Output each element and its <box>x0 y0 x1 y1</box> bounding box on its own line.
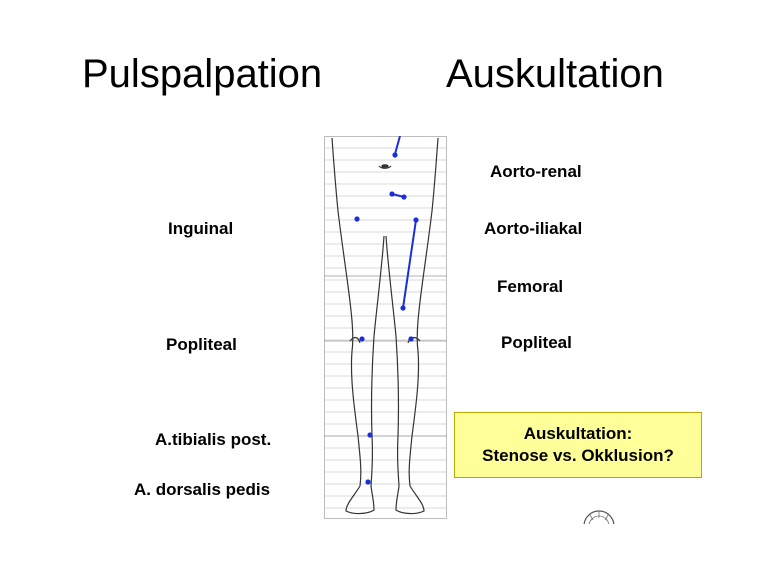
auskultation-heading: Auskultation <box>446 52 664 96</box>
auskultation-callout-box: Auskultation: Stenose vs. Okklusion? <box>454 412 702 478</box>
pulse-markers <box>354 136 419 485</box>
marker-femoral-distal <box>400 305 406 311</box>
label-dorsalis-pedis: A. dorsalis pedis <box>134 480 271 499</box>
logo-seal-icon <box>582 510 616 524</box>
marker-dorsalis-pedis <box>365 479 371 485</box>
marker-inguinal <box>354 216 360 222</box>
label-aorto-renal: Aorto-renal <box>490 162 582 181</box>
label-popliteal-palpation: Popliteal <box>166 335 237 354</box>
label-aorto-iliakal: Aorto-iliakal <box>484 219 583 238</box>
marker-aorto-iliac-distal <box>401 194 407 200</box>
label-inguinal: Inguinal <box>168 219 234 238</box>
callout-line-2: Stenose vs. Okklusion? <box>482 446 674 465</box>
marker-popliteal-left <box>359 336 365 342</box>
body-outline <box>331 137 439 515</box>
marker-aorto-renal <box>392 152 398 158</box>
callout-line-1: Auskultation: <box>523 424 633 443</box>
marker-tibialis-post <box>367 432 373 438</box>
label-popliteal-auscultation: Popliteal <box>501 333 572 352</box>
marker-aorto-iliac-proximal <box>389 191 395 197</box>
marker-femoral-proximal <box>413 217 419 223</box>
marker-popliteal-right <box>408 336 414 342</box>
background-texture <box>324 147 447 509</box>
pulspalpation-heading: Pulspalpation <box>82 52 323 96</box>
label-femoral: Femoral <box>497 277 564 296</box>
label-tibialis-post: A.tibialis post. <box>155 430 272 449</box>
leg-anatomy-figure <box>324 136 447 519</box>
